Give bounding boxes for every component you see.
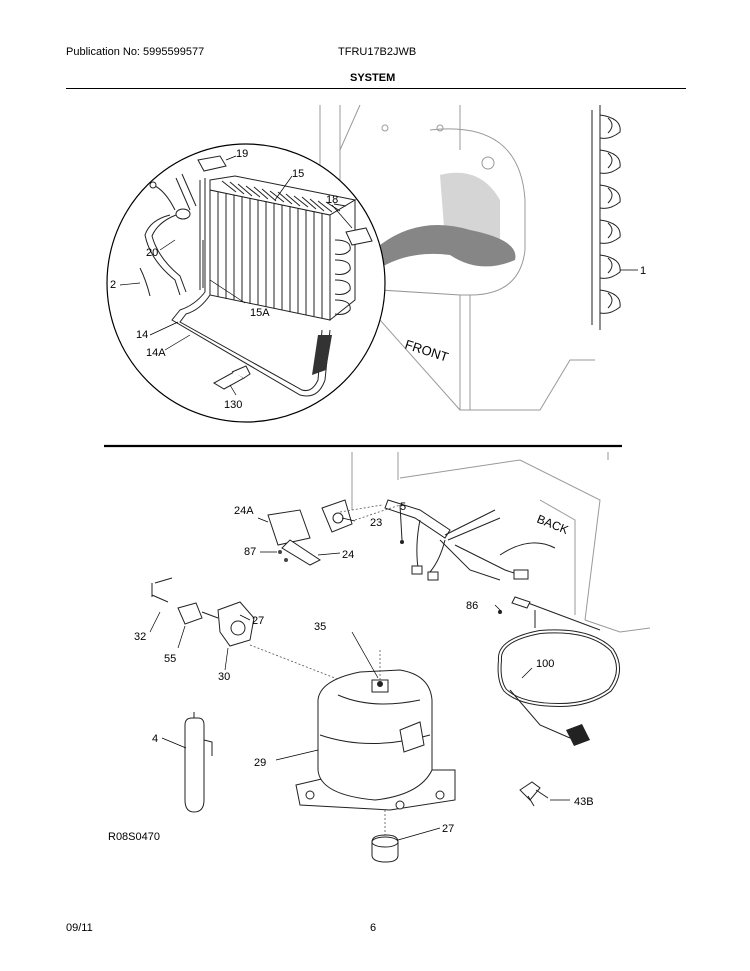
compressor [275,631,456,838]
overload-relay-parts [149,577,341,681]
header-rule [66,88,686,89]
page-number: 6 [370,922,377,934]
footer-date: 09/11 [66,922,93,934]
front-label: FRONT [403,337,450,365]
drawing-code: R08S0470 [108,831,160,843]
power-cord [494,596,620,746]
cabinet-outline [319,104,595,411]
callout-23: 23 [370,517,382,529]
callout-27-overload: 27 [252,615,264,627]
condenser-coil [591,105,638,330]
callout-43B: 43B [574,796,594,808]
callout-27-grommet: 27 [442,823,454,835]
callout-30: 30 [218,671,230,683]
callout-86: 86 [466,600,478,612]
evaporator-assembly [139,155,373,397]
callout-24A: 24A [234,505,254,517]
cabinet-back-outline [351,452,651,633]
callout-14: 14 [136,329,148,341]
callout-100: 100 [536,658,554,670]
callout-14A: 14A [146,347,166,359]
callout-4: 4 [152,733,158,745]
callout-19: 19 [236,148,248,160]
callout-35: 35 [314,621,326,633]
callout-15: 15 [292,168,304,180]
clip [519,781,570,807]
relay-bracket [257,499,383,566]
callout-15A: 15A [250,307,270,319]
callout-18: 18 [326,194,338,206]
callout-5: 5 [400,501,406,513]
upper-leader-lines [119,155,353,396]
callout-20: 20 [146,247,158,259]
publication-number: Publication No: 5995599577 [66,46,205,58]
grommet [371,827,441,863]
callout-32: 32 [134,631,146,643]
wiring-harness [354,499,556,581]
callout-2: 2 [110,279,116,291]
callout-1: 1 [640,265,646,277]
callout-29: 29 [254,757,266,769]
model-number: TFRU17B2JWB [338,46,417,58]
section-title: SYSTEM [350,72,396,84]
callout-55: 55 [164,653,176,665]
callout-130: 130 [224,399,242,411]
back-label: BACK [535,512,571,537]
callout-87: 87 [244,546,256,558]
drier [161,712,213,813]
callout-24: 24 [342,549,354,561]
